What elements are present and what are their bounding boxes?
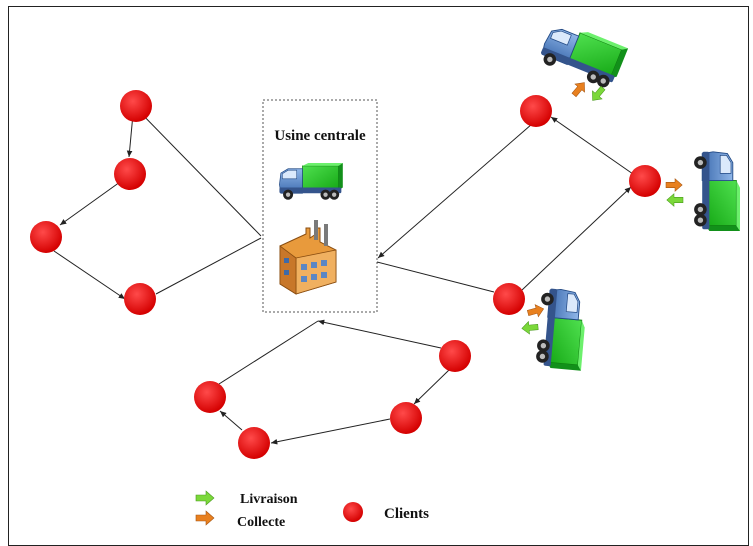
collection-arrow-icon bbox=[568, 78, 590, 100]
legend-collection-icon bbox=[195, 510, 215, 526]
client-node bbox=[114, 158, 146, 190]
collection-arrow-icon bbox=[665, 178, 683, 192]
legend-collection-label: Collecte bbox=[237, 515, 285, 530]
legend-clients-icon bbox=[343, 502, 363, 522]
factory-box bbox=[262, 99, 378, 313]
client-node bbox=[520, 95, 552, 127]
truck-icon bbox=[279, 162, 344, 201]
client-node bbox=[120, 90, 152, 122]
factory-label: Usine centrale bbox=[274, 128, 366, 144]
client-node bbox=[629, 165, 661, 197]
client-node bbox=[238, 427, 270, 459]
client-node bbox=[439, 340, 471, 372]
legend: Livraison Collecte Clients bbox=[195, 490, 429, 530]
delivery-arrow-icon bbox=[666, 193, 684, 207]
legend-delivery-label: Livraison bbox=[240, 492, 298, 507]
client-node bbox=[194, 381, 226, 413]
collection-arrow-icon bbox=[526, 302, 546, 320]
truck-icon bbox=[693, 151, 741, 232]
client-nodes bbox=[30, 90, 661, 459]
legend-delivery-icon bbox=[195, 490, 215, 506]
factory-icon bbox=[279, 220, 337, 295]
truck-icon bbox=[534, 287, 589, 372]
client-node bbox=[493, 283, 525, 315]
network-diagram: Usine centrale bbox=[30, 18, 741, 530]
client-node bbox=[390, 402, 422, 434]
route-edges bbox=[53, 107, 634, 445]
truck-icon bbox=[537, 18, 629, 92]
legend-clients-label: Clients bbox=[384, 506, 429, 522]
client-node bbox=[124, 283, 156, 315]
delivery-arrow-icon bbox=[521, 320, 539, 335]
client-node bbox=[30, 221, 62, 253]
